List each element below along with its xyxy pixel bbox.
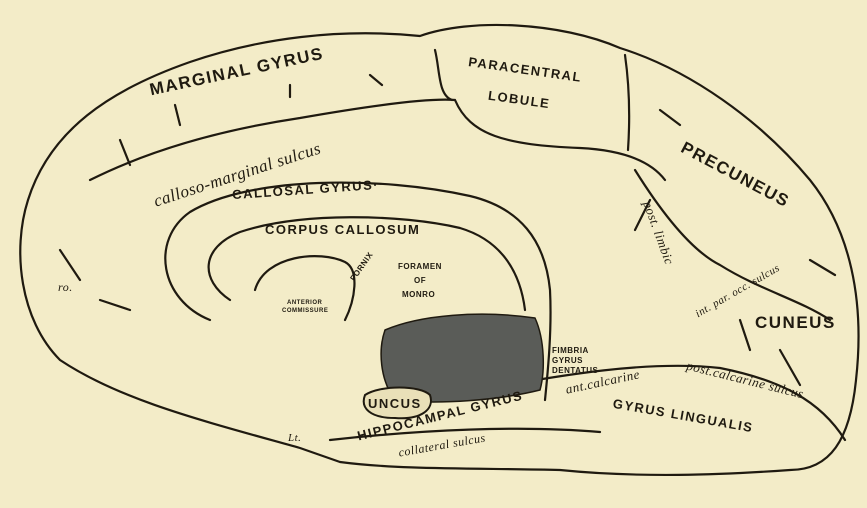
label-monro: MONRO bbox=[402, 290, 435, 299]
label-of: OF bbox=[414, 276, 426, 285]
label-uncus: UNCUS bbox=[368, 396, 422, 411]
label-gyrus: GYRUS bbox=[552, 356, 583, 365]
label-anterior: ANTERIOR bbox=[287, 300, 322, 306]
label-lt: Lt. bbox=[288, 432, 301, 444]
label-dentatus: DENTATUS bbox=[552, 366, 598, 375]
label-cuneus: CUNEUS bbox=[755, 313, 836, 333]
label-fimbria: FIMBRIA bbox=[552, 346, 589, 355]
label-foramen: FORAMEN bbox=[398, 262, 442, 271]
label-ro: ro. bbox=[58, 280, 73, 295]
label-corpus-callosum: CORPUS CALLOSUM bbox=[265, 222, 420, 237]
label-commissure: COMMISSURE bbox=[282, 308, 328, 314]
